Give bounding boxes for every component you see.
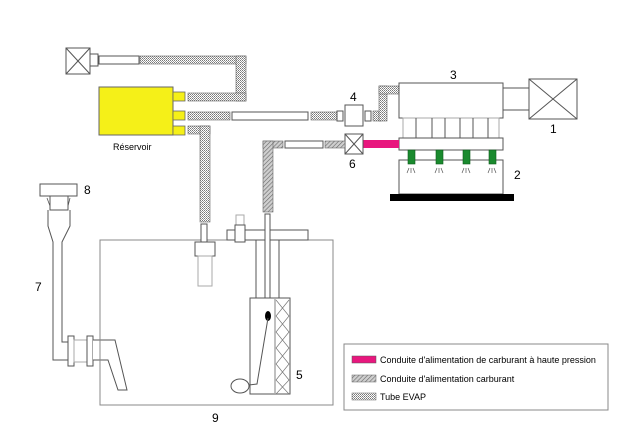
evap-tube-tank <box>187 125 211 223</box>
purge-valve <box>336 85 400 127</box>
label-1: 1 <box>550 122 557 136</box>
fuel-tank <box>99 239 334 406</box>
fuel-rail <box>398 137 504 151</box>
svg-text:Tube EVAP: Tube EVAP <box>380 392 426 402</box>
throttle-body <box>502 78 578 120</box>
legend-item-evap: Tube EVAP <box>351 392 426 402</box>
injector-4 <box>487 149 497 174</box>
high-pressure-line <box>363 140 399 148</box>
legend-item-high-pressure: Conduite d'alimentation de carburant à h… <box>351 355 596 365</box>
canister <box>98 86 186 136</box>
vent-valve <box>65 47 140 75</box>
intake-plenum <box>398 82 504 139</box>
label-5: 5 <box>296 368 303 382</box>
fuel-feed-line <box>262 140 346 213</box>
intake-manifold <box>390 159 514 201</box>
label-4: 4 <box>350 90 357 104</box>
svg-text:Conduite d'alimentation carbur: Conduite d'alimentation carburant <box>380 374 515 384</box>
injectors <box>406 149 497 174</box>
canister-label: Réservoir <box>113 142 152 152</box>
evap-tube-purge <box>187 111 338 121</box>
svg-text:Conduite d'alimentation de car: Conduite d'alimentation de carburant à h… <box>380 355 596 365</box>
fuel-pump-module <box>230 297 291 395</box>
label-8: 8 <box>84 183 91 197</box>
label-2: 2 <box>514 168 521 182</box>
evap-tube-top <box>139 55 247 102</box>
pressure-regulator <box>344 133 364 155</box>
legend: Conduite d'alimentation de carburant à h… <box>343 343 609 411</box>
injector-1 <box>406 149 416 174</box>
injector-3 <box>461 149 471 174</box>
legend-item-fuel-line: Conduite d'alimentation carburant <box>351 374 515 384</box>
injector-2 <box>434 149 444 174</box>
filler-neck <box>47 210 128 391</box>
fuel-cap <box>39 183 78 211</box>
tank-evap-valve <box>194 223 216 287</box>
label-6: 6 <box>349 157 356 171</box>
label-7: 7 <box>35 280 42 294</box>
label-3: 3 <box>450 68 457 82</box>
label-9: 9 <box>212 411 219 425</box>
